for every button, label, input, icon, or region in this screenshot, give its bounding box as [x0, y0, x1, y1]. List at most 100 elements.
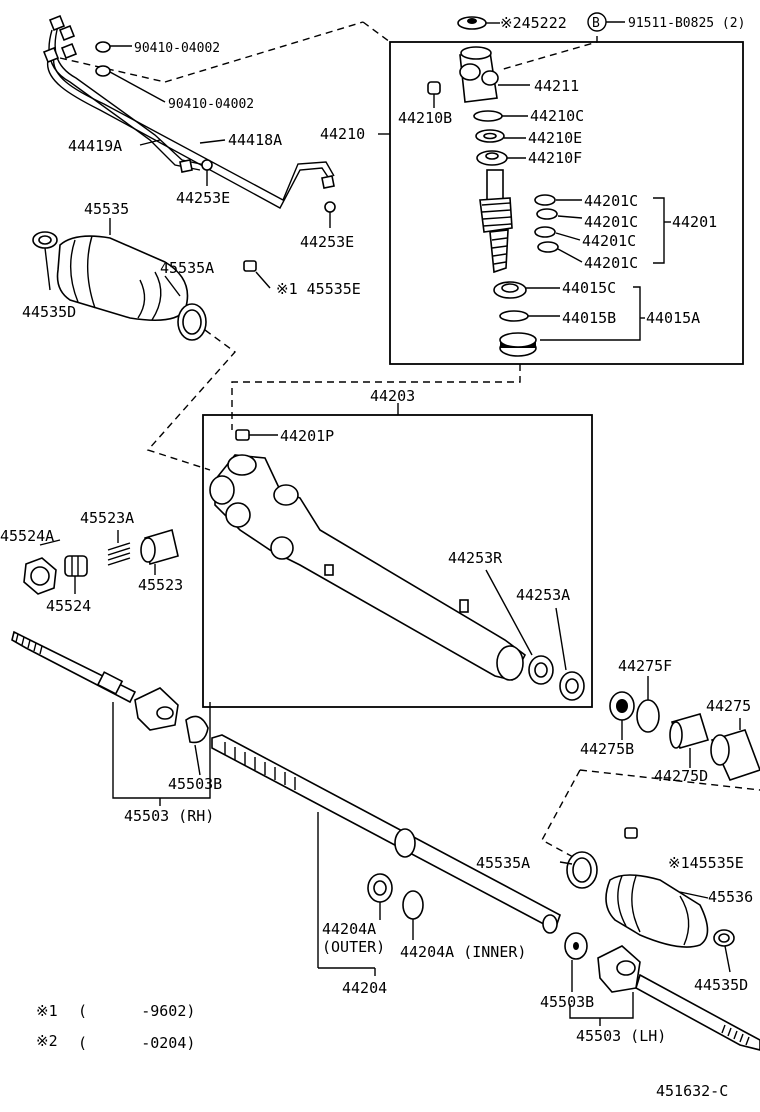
plug	[427, 81, 441, 95]
part-label: (OUTER)	[322, 938, 385, 956]
part-label: 44253E	[176, 189, 230, 207]
o-ring	[636, 699, 660, 733]
part-label: 44201C	[584, 254, 638, 272]
dash-line	[146, 329, 237, 471]
bearing	[609, 691, 635, 721]
part-label: 45536	[708, 888, 753, 906]
valve-shaft	[479, 169, 513, 274]
part-label: 45535A	[476, 854, 530, 872]
seal-ring	[201, 159, 213, 171]
dash-line	[59, 57, 166, 83]
bushing	[669, 713, 710, 749]
part-label: 44210F	[528, 149, 582, 167]
part-label: 44275	[706, 697, 751, 715]
dash-line	[541, 769, 581, 859]
part-label: 90410-04002	[168, 97, 254, 112]
clip	[624, 827, 638, 839]
part-label: 44015B	[562, 309, 616, 327]
dash-line	[499, 36, 598, 71]
part-label: 44535D	[22, 303, 76, 321]
part-label: 44204A	[322, 920, 376, 938]
lock-nut	[23, 557, 57, 595]
part-label: B	[592, 16, 600, 31]
dash-line	[362, 21, 391, 43]
seal-ring-set	[534, 194, 559, 253]
adjusting-screw	[64, 555, 88, 577]
part-label: 44015C	[562, 279, 616, 297]
o-ring	[473, 110, 503, 122]
part-label: 45535A	[160, 259, 214, 277]
part-label: 45503 (LH)	[576, 1027, 666, 1045]
tie-rod	[11, 630, 179, 731]
part-label: ※245222	[500, 14, 567, 32]
part-label: 44204A (INNER)	[400, 943, 526, 961]
part-label: 45503B	[540, 993, 594, 1011]
seal-ring	[324, 201, 336, 213]
part-label: 91511-B0825 (2)	[628, 16, 745, 31]
o-ring	[499, 310, 529, 322]
boot-clamp	[32, 231, 207, 341]
part-label: ※1 45535E	[276, 280, 361, 298]
o-ring	[402, 890, 424, 920]
part-label: 44015A	[646, 309, 700, 327]
part-label: 45524	[46, 597, 91, 615]
part-label: 44203	[370, 387, 415, 405]
lock-nut	[499, 332, 537, 357]
part-label: 44201	[672, 213, 717, 231]
boot-clamp	[566, 851, 735, 947]
part-label: 44253R	[448, 549, 503, 567]
part-label: 44210	[320, 125, 365, 143]
clip	[243, 260, 257, 272]
part-label: 44418A	[228, 131, 282, 149]
gear-housing	[209, 454, 527, 681]
boot	[605, 874, 709, 948]
footnote-mark: ※1	[36, 1002, 58, 1020]
pressure-pipes	[42, 14, 335, 209]
part-label: 44204	[342, 979, 387, 997]
dust-cap	[457, 16, 487, 30]
part-label: 44253E	[300, 233, 354, 251]
stopper	[710, 729, 760, 781]
part-label: 44275F	[618, 657, 672, 675]
gear-valve-box	[389, 41, 744, 365]
part-label: 45524A	[0, 527, 54, 545]
steering-rack	[211, 734, 561, 934]
part-label: 45523A	[80, 509, 134, 527]
part-label: 45535	[84, 200, 129, 218]
part-label: 44275D	[654, 767, 708, 785]
valve-housing	[459, 46, 499, 103]
lock-washer	[564, 932, 588, 960]
tie-rod	[597, 945, 760, 1051]
diagram-code: 451632-C	[656, 1082, 728, 1100]
part-label: 44210C	[530, 107, 584, 125]
dash-line	[231, 364, 521, 430]
boot	[56, 235, 189, 321]
plug	[235, 429, 250, 441]
part-label: 44210B	[398, 109, 452, 127]
part-label: 44211	[534, 77, 579, 95]
part-label: 45523	[138, 576, 183, 594]
part-label: 45503B	[168, 775, 222, 793]
dash-line	[164, 21, 364, 83]
lock-washer	[185, 715, 209, 744]
spring	[107, 542, 131, 566]
part-label: 44201C	[584, 213, 638, 231]
part-label: 90410-04002	[134, 41, 220, 56]
union-bolt	[95, 41, 111, 77]
footnote-mark: ※2	[36, 1032, 58, 1050]
part-label: 44201C	[582, 232, 636, 250]
footnote-text: ( -0204)	[78, 1034, 195, 1052]
part-label: 44275B	[580, 740, 634, 758]
part-label: ※145535E	[668, 854, 744, 872]
part-label: 44201P	[280, 427, 334, 445]
part-label: 45503 (RH)	[124, 807, 214, 825]
rack-guide	[140, 528, 179, 566]
part-label: 44253A	[516, 586, 570, 604]
part-label: 44210E	[528, 129, 582, 147]
part-label: 44419A	[68, 137, 122, 155]
footnote-text: ( -9602)	[78, 1002, 195, 1020]
part-label: 44201C	[584, 192, 638, 210]
bearing	[493, 281, 527, 299]
dash-line	[579, 769, 760, 791]
